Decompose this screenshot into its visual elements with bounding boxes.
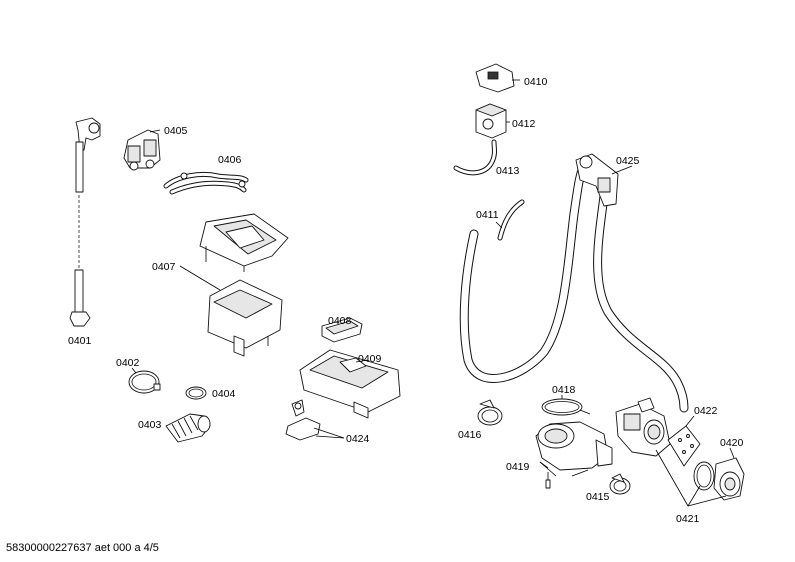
label-0413: 0413	[496, 165, 520, 177]
label-0406: 0406	[218, 154, 242, 166]
label-0422: 0422	[694, 405, 718, 417]
label-0408: 0408	[328, 315, 352, 327]
part-0408-cover	[321, 317, 363, 343]
label-0412: 0412	[512, 118, 536, 130]
part-0401-fill-pipe	[69, 117, 101, 327]
part-0416-clamp	[477, 399, 503, 426]
label-0416: 0416	[458, 429, 482, 441]
part-drain-pump	[615, 397, 671, 457]
label-0421: 0421	[676, 513, 700, 525]
part-0406-hoses	[163, 171, 249, 195]
part-0413-tube	[453, 139, 497, 176]
label-0419: 0419	[506, 461, 530, 473]
part-0411-tube	[495, 199, 525, 241]
label-0411: 0411	[476, 209, 499, 221]
part-0402-clamp	[128, 367, 161, 394]
label-0402: 0402	[116, 357, 140, 369]
label-0401: 0401	[68, 335, 92, 347]
part-0424-syphon	[285, 399, 345, 441]
footer-caption: 58300000227637 aet 000 a 4/5	[6, 542, 159, 554]
part-0422-gasket	[667, 415, 701, 467]
leader-0421	[655, 449, 727, 507]
label-0404: 0404	[212, 388, 236, 400]
part-0412-pressure-switch	[475, 103, 510, 139]
part-drain-hose-left	[459, 157, 591, 383]
label-0425: 0425	[616, 155, 640, 167]
label-0405: 0405	[164, 125, 188, 137]
part-0418-ring	[541, 395, 591, 416]
part-0403-bellows-hose	[165, 413, 211, 443]
label-0410: 0410	[524, 76, 548, 88]
label-0424: 0424	[346, 433, 370, 445]
part-0409-drawer	[299, 349, 401, 419]
label-0418: 0418	[552, 384, 576, 396]
part-0415-clamp	[609, 473, 631, 495]
label-0403: 0403	[138, 419, 162, 431]
part-0407-dispenser-housing	[179, 213, 289, 357]
part-0420-filter	[693, 447, 745, 501]
part-0425-connector	[575, 153, 633, 207]
label-0409: 0409	[358, 353, 382, 365]
part-drain-hose-right	[593, 191, 689, 413]
part-0404-clamp	[185, 386, 207, 400]
part-0405-inlet-valve	[123, 129, 161, 171]
part-0410-bracket	[475, 63, 520, 93]
label-0420: 0420	[720, 437, 744, 449]
label-0415: 0415	[586, 491, 610, 503]
label-0407: 0407	[152, 261, 176, 273]
part-0419-pump-housing	[535, 421, 613, 489]
